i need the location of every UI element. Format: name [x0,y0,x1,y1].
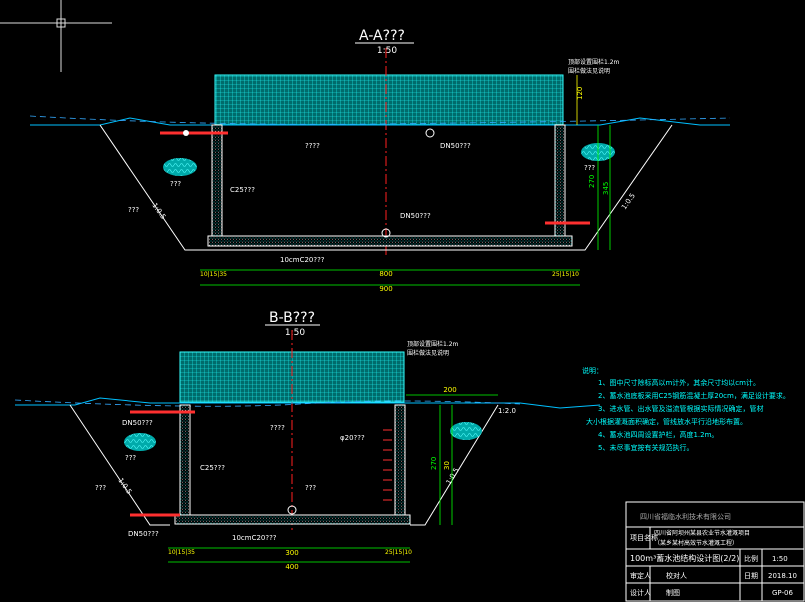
project-name: 四川省阿坝州某县农业节水灌溉项目 [654,529,750,537]
project-label: 项目名称 [630,533,658,542]
grass-left-icon [163,158,197,176]
section-b-title: B-B??? [269,310,315,326]
title-block[interactable] [625,501,805,602]
note-item: 1、图中尺寸除标高以m计外，其余尺寸均以cm计。 [598,378,760,387]
date-label: 日期 [744,572,758,580]
soil-label-1: ??? [128,206,139,214]
date-value: 2018.10 [768,572,797,580]
soil-label-3: ??? [584,164,595,172]
dim-fence: 120 [576,87,584,100]
base-slab [207,235,573,247]
dim-total-w-b: 400 [285,563,298,571]
pipe-in-label-b: DN50??? [122,419,153,427]
excavation-left [99,124,205,251]
fence-mesh [214,74,564,126]
dim-depth: 345 [602,182,610,195]
dim-right-b: 25|15|10 [385,549,412,556]
title-block-text: 四川省福临水利技术有限公司 项目名称 四川省阿坝州某县农业节水灌溉项目 （某乡某… [630,512,797,597]
dim-total-w: 900 [379,285,392,293]
ladder-label: φ20??? [340,434,365,442]
wall-right [554,124,566,239]
valve-icon [425,128,435,138]
slope-label-right: 1:0.5 [620,192,637,211]
checker-label: 校对人 [666,571,687,580]
designer-label: 设计人 [630,588,651,597]
dim-200: 200 [443,386,456,394]
section-a-scale: 1:50 [377,46,397,56]
company-name: 四川省福临水利技术有限公司 [640,512,731,521]
water-label-b: ???? [270,424,285,432]
scale-value: 1:50 [772,555,788,563]
base-slab-b [174,514,411,525]
fence-note-2: 围栏做法见说明 [568,67,610,75]
soil-label-b-1: ??? [95,484,106,492]
ladder-icon [383,429,392,501]
note-item: 5、未尽事宜按有关规范执行。 [598,443,693,452]
wall-right-b [394,404,406,518]
drain-icon-b [287,505,297,515]
bed-label: 10cmC20??? [280,256,325,264]
slope-label-b-top: 1:2.0 [498,407,516,415]
wall-label-b: C25??? [200,464,225,472]
dim-inner-w-b: 300 [285,549,298,557]
dim-inner: 270 [588,175,596,188]
wall-left [211,124,223,239]
dim-30: 30 [443,461,451,470]
water-line [29,115,731,125]
fence-note-b-2: 围栏做法见说明 [407,349,449,357]
pipe-out-label-b: DN50??? [128,530,159,538]
wall-label: C25??? [230,186,255,194]
note-item: 2、蓄水池底板采用C25钢筋混凝土厚20cm，满足设计要求。 [598,391,790,400]
dim-depth-b: 270 [430,457,438,470]
pipe-in-label: DN50??? [440,142,471,150]
drafter-label: 制图 [666,588,680,597]
design-notes: 说明： 1、图中尺寸除标高以m计外，其余尺寸均以cm计。 2、蓄水池底板采用C2… [582,366,790,452]
note-item: 4、蓄水池四周设置护栏，高度1.2m。 [598,430,718,439]
excavation-right [570,124,673,251]
project-name-2: （某乡某村高效节水灌溉工程） [654,539,738,547]
notes-title: 说明： [582,366,603,375]
slope-label: 1:0.5 [150,202,167,221]
soil-label-2: ??? [170,180,181,188]
drain-icon [381,228,391,238]
grass-label-b: ??? [125,454,136,462]
grass-right-b-icon [450,422,482,440]
scale-label: 比例 [744,554,758,563]
ground-line-b [15,397,601,409]
soil-label-b-2: ??? [305,484,316,492]
fence-note-b-1: 顶部设置围栏1.2m [407,340,459,348]
note-item: 3、进水管、出水管及溢流管根据实际情况确定，管材 [598,404,763,413]
fence-mesh-b [179,351,405,403]
pipe-out-label: DN50??? [400,212,431,220]
note-item: 大小根据灌溉面积确定，管线放水平行沿地形布置。 [586,417,747,426]
dim-left: 10|15|35 [200,271,227,278]
slope-label-b-left: 1:0.5 [116,477,133,496]
dim-left-b: 10|15|35 [168,549,195,556]
dim-inner-w: 800 [379,270,392,278]
section-a: A-A??? 1:50 ???? DN50??? DN50??? C25? [29,28,731,293]
approver-label: 审定人 [630,571,651,580]
section-a-title: A-A??? [359,28,405,44]
wall-left-b [179,404,191,518]
water-label: ???? [305,142,320,150]
drawing-number: GP-06 [772,589,793,597]
excavation-right-b [410,404,499,526]
section-b-scale: 1:50 [285,328,305,338]
dim-right: 25|15|10 [552,271,579,278]
bed-label-b: 10cmC20??? [232,534,277,542]
ucs-crosshair-icon [0,0,112,72]
ground-line [30,117,730,126]
grass-left-b-icon [124,433,156,451]
drawing-title: 100m³蓄水池结构设计图(2/2) [630,553,739,563]
fence-note-1: 顶部设置围栏1.2m [568,58,620,66]
section-b: B-B??? 1:50 ???? DN50??? DN50??? φ20??? … [14,310,601,571]
excavation-left-b [69,404,170,526]
